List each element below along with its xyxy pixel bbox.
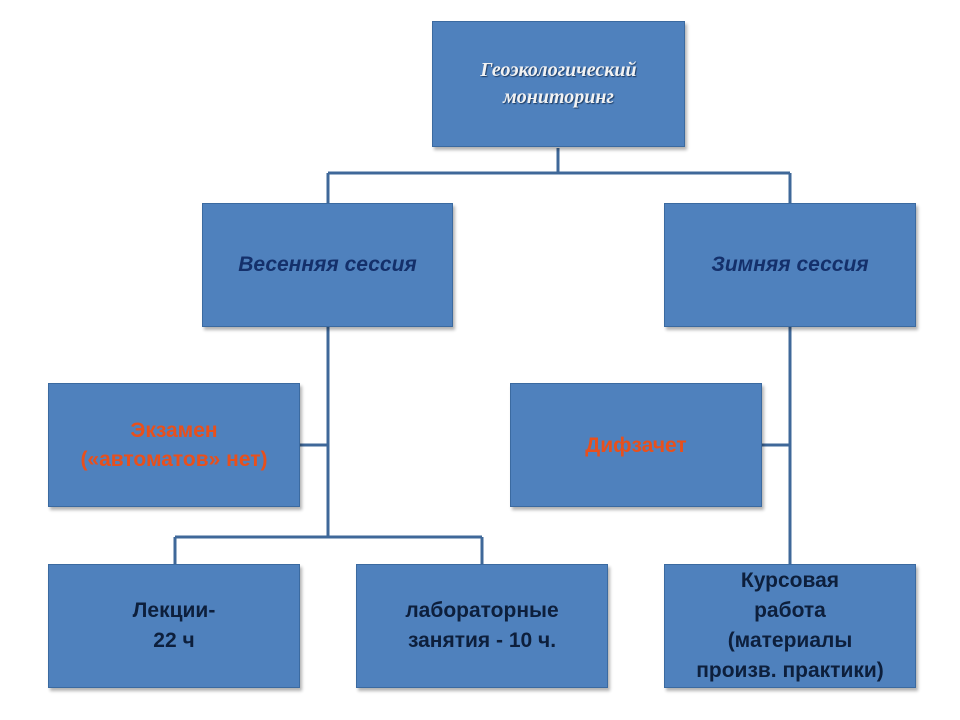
- node-winter-session: Зимняя сессия: [664, 203, 916, 327]
- node-labs: лабораторные занятия - 10 ч.: [356, 564, 608, 688]
- node-label: Экзамен («автоматов» нет): [80, 419, 268, 471]
- node-label: Дифзачет: [585, 433, 687, 457]
- node-label: Геоэкологический мониторинг: [480, 59, 637, 108]
- node-label: Весенняя сессия: [238, 253, 417, 276]
- node-spring-session: Весенняя сессия: [202, 203, 453, 327]
- node-lectures: Лекции- 22 ч: [48, 564, 300, 688]
- node-label: лабораторные занятия - 10 ч.: [405, 599, 559, 652]
- node-coursework: Курсовая работа (материалы произв. практ…: [664, 564, 916, 688]
- node-exam: Экзамен («автоматов» нет): [48, 383, 300, 507]
- node-geoecological-monitoring: Геоэкологический мониторинг: [432, 21, 685, 147]
- node-label: Лекции- 22 ч: [132, 599, 216, 652]
- node-label: Зимняя сессия: [711, 253, 869, 276]
- node-label: Курсовая работа (материалы произв. практ…: [696, 569, 884, 682]
- node-difzachet: Дифзачет: [510, 383, 762, 507]
